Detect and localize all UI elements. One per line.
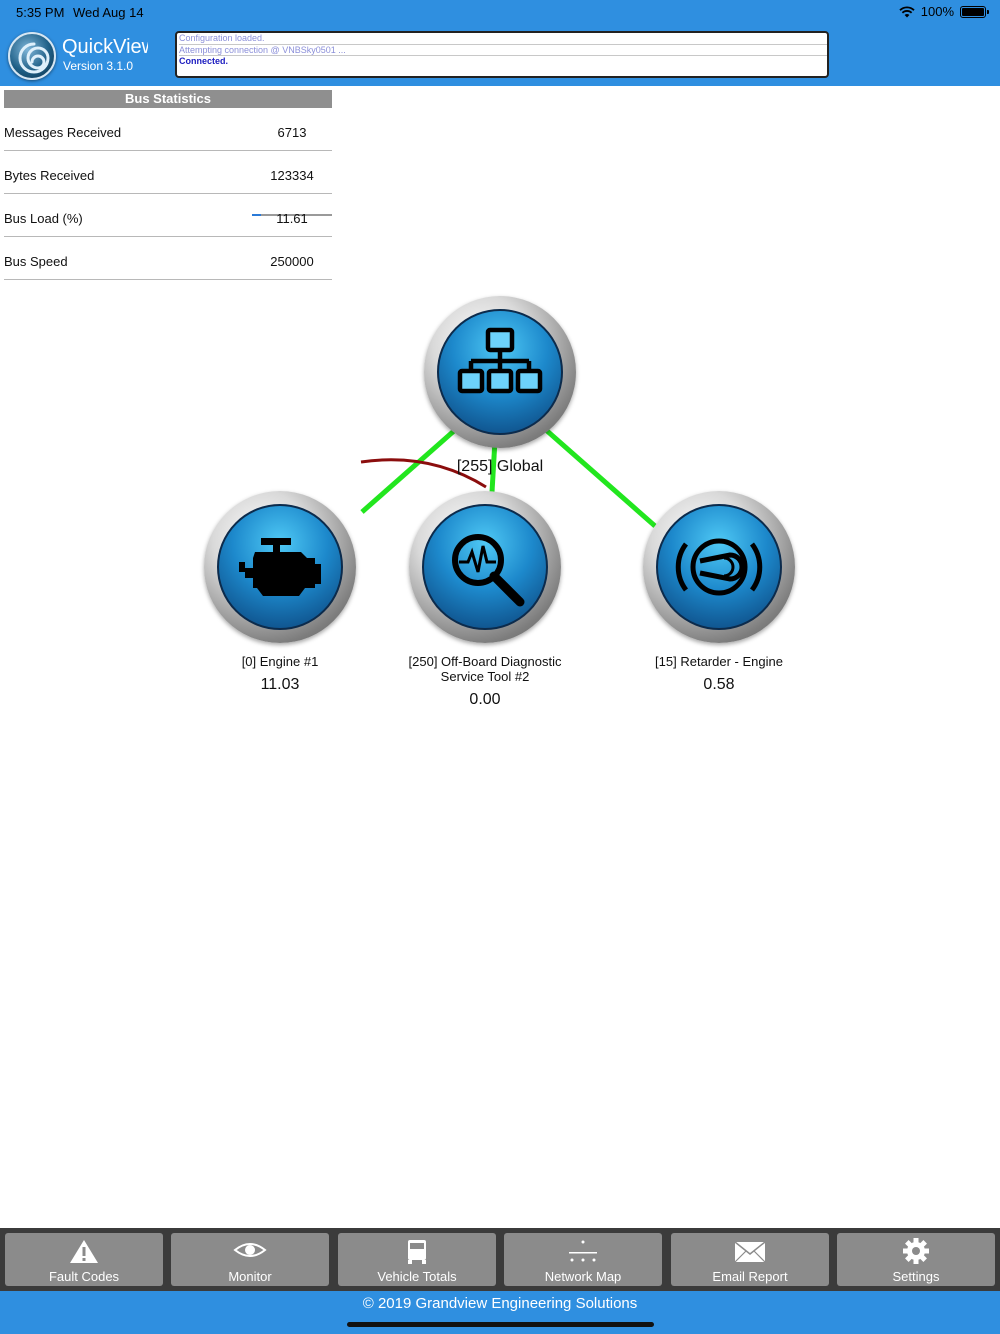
- status-right: 100%: [899, 4, 989, 19]
- app-title: QuickView: [62, 36, 148, 58]
- stat-value: 123334: [270, 168, 314, 183]
- footer: © 2019 Grandview Engineering Solutions: [0, 1291, 1000, 1334]
- tab-vehicle-totals[interactable]: Vehicle Totals: [338, 1233, 496, 1286]
- stat-label: Bus Speed: [4, 254, 68, 269]
- bus-load-bar-fill: [252, 214, 262, 216]
- app-header: 5:35 PM Wed Aug 14 100% QuickView Versio…: [0, 0, 1000, 86]
- stat-row-messages: Messages Received 6713: [4, 108, 332, 151]
- status-time: 5:35 PM: [16, 5, 65, 20]
- battery-icon: [960, 5, 989, 18]
- tab-monitor[interactable]: Monitor: [171, 1233, 329, 1286]
- node-engine-face: [217, 504, 343, 630]
- stat-label: Bytes Received: [4, 168, 95, 183]
- gear-icon: [903, 1238, 929, 1264]
- link-global-retarder: [544, 428, 657, 528]
- copyright-text: © 2019 Grandview Engineering Solutions: [362, 1295, 638, 1312]
- network-map-icon: [569, 1240, 597, 1262]
- tab-email-report[interactable]: Email Report: [671, 1233, 829, 1286]
- network-hierarchy-icon: [457, 327, 543, 394]
- tab-settings[interactable]: Settings: [837, 1233, 995, 1286]
- tab-network-map[interactable]: Network Map: [504, 1233, 662, 1286]
- battery-percent: 100%: [920, 4, 954, 19]
- tab-label: Vehicle Totals: [377, 1269, 457, 1284]
- home-indicator[interactable]: [347, 1322, 654, 1327]
- stat-value: 11.61: [276, 211, 308, 226]
- stat-value: 250000: [270, 254, 314, 269]
- bus-load-bar: [252, 214, 332, 216]
- wifi-icon: [899, 5, 915, 17]
- stat-label: Bus Load (%): [4, 211, 83, 226]
- stat-row-bytes: Bytes Received 123334: [4, 151, 332, 194]
- status-date: Wed Aug 14: [73, 5, 144, 20]
- node-engine[interactable]: [204, 491, 356, 643]
- bus-statistics-title: Bus Statistics: [4, 90, 332, 108]
- envelope-icon: [734, 1241, 766, 1263]
- warning-icon: [70, 1240, 98, 1263]
- connection-log: Configuration loaded. Attempting connect…: [175, 31, 829, 78]
- node-global-label: [255] Global: [456, 458, 544, 475]
- node-engine-label: [0] Engine #1: [241, 654, 319, 669]
- stat-value: 6713: [277, 125, 307, 140]
- stat-label: Messages Received: [4, 125, 122, 140]
- node-diagnostic-label: [250] Off-Board Diagnostic Service Tool …: [408, 654, 562, 684]
- node-global[interactable]: [424, 296, 576, 448]
- tab-label: Network Map: [544, 1269, 622, 1284]
- tab-label: Monitor: [228, 1269, 272, 1284]
- node-retarder-value: 0.58: [703, 676, 735, 693]
- node-retarder[interactable]: [643, 491, 795, 643]
- node-retarder-label: [15] Retarder - Engine: [655, 654, 783, 669]
- link-global-diagnostic: [489, 439, 498, 493]
- swirl-logo-icon: [18, 42, 50, 74]
- node-global-face: [437, 309, 563, 435]
- node-diagnostic-tool[interactable]: [409, 491, 561, 643]
- app-logo: [8, 32, 56, 80]
- engine-icon: [239, 538, 321, 596]
- magnifier-waveform-icon: [452, 534, 525, 607]
- node-diagnostic-face: [422, 504, 548, 630]
- link-global-engine: [360, 428, 457, 514]
- stat-row-bus-load: Bus Load (%) 11.61: [4, 194, 332, 237]
- status-bar: 5:35 PM Wed Aug 14 100%: [0, 0, 1000, 24]
- tab-bar: Fault Codes Monitor Vehicle Totals Netw: [0, 1228, 1000, 1291]
- tab-fault-codes[interactable]: Fault Codes: [5, 1233, 163, 1286]
- pending-link: [360, 458, 487, 489]
- node-diagnostic-value: 0.00: [469, 691, 501, 708]
- node-engine-value: 11.03: [260, 676, 300, 693]
- tab-label: Settings: [892, 1269, 940, 1284]
- tab-label: Email Report: [712, 1269, 788, 1284]
- log-line: Attempting connection @ VNBSky0501 ...: [179, 45, 827, 56]
- log-line-connected: Connected.: [179, 56, 229, 66]
- stat-row-bus-speed: Bus Speed 250000: [4, 237, 332, 280]
- app-version: Version 3.1.0: [63, 59, 134, 73]
- retarder-brake-icon: [675, 538, 763, 596]
- node-retarder-face: [656, 504, 782, 630]
- log-line: Configuration loaded.: [179, 33, 827, 45]
- eye-icon: [233, 1243, 267, 1257]
- truck-icon: [408, 1240, 426, 1264]
- tab-label: Fault Codes: [48, 1269, 120, 1284]
- bus-statistics-panel: Bus Statistics Messages Received 6713 By…: [4, 90, 332, 280]
- network-links: [360, 428, 657, 528]
